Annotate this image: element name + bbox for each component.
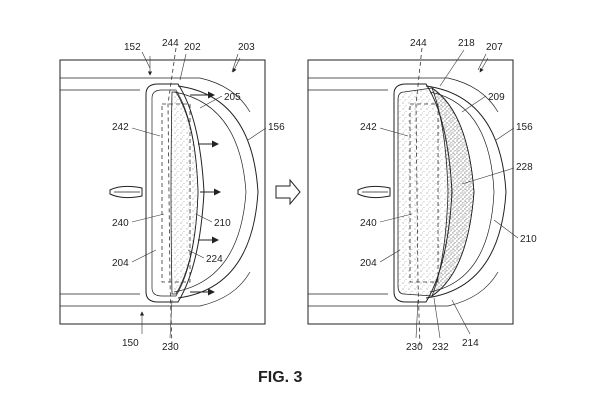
left-label-242: 242 <box>112 122 129 133</box>
left-rear-contour-inner <box>173 91 247 293</box>
left-leader-230 <box>169 299 173 339</box>
left-leader-152 <box>141 51 151 69</box>
right-leader-207 <box>477 53 487 71</box>
left-emblem <box>109 185 143 199</box>
left-label-244: 244 <box>162 38 179 49</box>
right-label-209: 209 <box>488 92 505 103</box>
right-leader-209 <box>461 95 487 113</box>
right-label-228: 228 <box>516 162 533 173</box>
right-label-210: 210 <box>520 234 537 245</box>
left-label-240: 240 <box>112 218 129 229</box>
left-label-205: 205 <box>224 92 241 103</box>
right-label-230: 230 <box>406 342 423 353</box>
right-arrow-207 <box>479 57 489 73</box>
left-label-150: 150 <box>122 338 139 349</box>
left-body-upper-line <box>60 77 251 113</box>
right-label-244: 244 <box>410 38 427 49</box>
right-leader-242 <box>379 127 409 137</box>
left-label-152: 152 <box>124 42 141 53</box>
left-leader-156 <box>247 127 267 141</box>
right-leader-214 <box>451 299 471 335</box>
right-emblem <box>357 185 391 199</box>
left-moving-pane <box>170 91 199 295</box>
right-panel-frame <box>307 59 514 325</box>
right-label-207: 207 <box>486 42 503 53</box>
left-leader-205 <box>199 95 223 109</box>
left-leader-210 <box>195 213 213 223</box>
right-rear-contour-inner <box>429 91 495 293</box>
left-window-frame <box>145 83 205 303</box>
right-leader-156 <box>495 127 515 141</box>
right-leader-230 <box>415 299 419 339</box>
right-dashed-rect <box>409 103 439 283</box>
right-leader-210 <box>493 219 519 239</box>
left-leader-203 <box>231 53 239 73</box>
right-label-214: 214 <box>462 338 479 349</box>
left-label-202: 202 <box>184 42 201 53</box>
right-label-242: 242 <box>360 122 377 133</box>
left-label-204: 204 <box>112 258 129 269</box>
left-arrow-203 <box>232 57 241 73</box>
right-panel: 244 218 207 209 242 156 228 240 210 204 … <box>307 38 537 353</box>
right-leader-218 <box>439 49 465 87</box>
figure-caption: FIG. 3 <box>258 369 303 386</box>
right-body-upper-line <box>308 77 499 113</box>
left-dashed-rect <box>161 103 191 283</box>
right-leader-240 <box>379 213 413 223</box>
left-leader-242 <box>131 127 161 137</box>
right-leader-204 <box>379 249 401 263</box>
left-leader-204 <box>131 249 157 263</box>
left-label-230: 230 <box>162 342 179 353</box>
left-leader-240 <box>131 213 165 223</box>
right-dense-pane <box>431 86 475 298</box>
left-label-156: 156 <box>268 122 285 133</box>
right-label-240: 240 <box>360 218 377 229</box>
left-panel: 152 244 202 203 205 242 156 240 210 204 … <box>59 38 285 353</box>
right-leader-228 <box>461 167 515 185</box>
left-label-210: 210 <box>214 218 231 229</box>
right-rear-contour <box>425 85 507 299</box>
left-leader-224 <box>187 249 205 259</box>
right-dashed-244 <box>415 47 423 349</box>
left-panel-frame <box>59 59 266 325</box>
left-body-lower-line <box>60 271 251 307</box>
right-label-204: 204 <box>360 258 377 269</box>
left-leader-202 <box>179 53 187 81</box>
left-label-224: 224 <box>206 254 223 265</box>
right-label-232: 232 <box>432 342 449 353</box>
right-label-156: 156 <box>516 122 533 133</box>
right-label-218: 218 <box>458 38 475 49</box>
transition-arrow <box>275 178 301 206</box>
left-rear-contour <box>177 85 259 299</box>
right-leader-232 <box>433 297 441 339</box>
right-body-lower-line <box>308 271 499 307</box>
left-label-203: 203 <box>238 42 255 53</box>
